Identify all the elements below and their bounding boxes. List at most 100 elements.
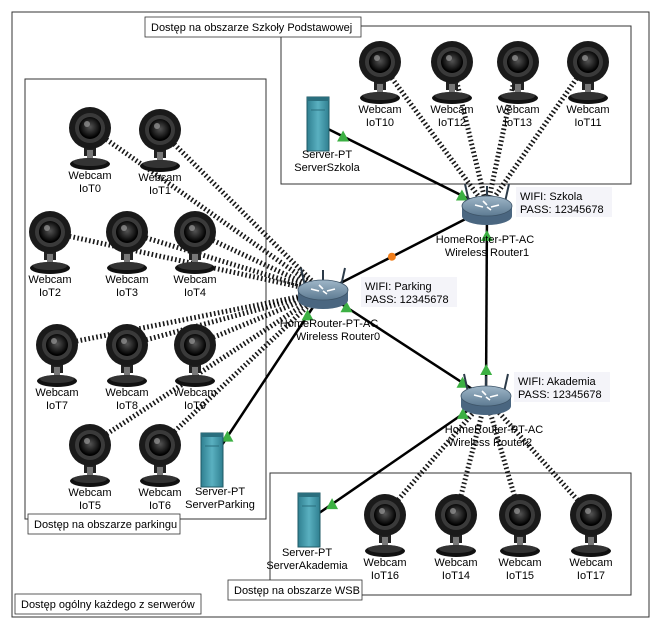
router-pass-r2: PASS: 12345678 [518,389,602,401]
link-status-ok-s_szkola-r1-a [337,130,350,142]
webcam-IoT16[interactable] [364,494,406,557]
webcam-IoT13[interactable] [497,41,539,104]
webcam-type-IoT3: Webcam [105,274,148,286]
webcam-IoT7[interactable] [36,324,78,387]
router-pass-r0: PASS: 12345678 [365,294,449,306]
webcam-IoT0[interactable] [69,107,111,170]
router-name-r0: Wireless Router0 [296,331,380,343]
webcam-type-IoT6: Webcam [138,487,181,499]
server-type-s_parking: Server-PT [195,486,245,498]
router-type-r0: HomeRouter-PT-AC [280,318,378,330]
webcam-IoT12[interactable] [431,41,473,104]
webcam-IoT10[interactable] [359,41,401,104]
webcam-IoT14[interactable] [435,494,477,557]
webcam-type-IoT8: Webcam [105,387,148,399]
server-s_szkola[interactable] [306,96,330,152]
wired-link-r0-r1 [322,206,488,294]
server-name-s_parking: ServerParking [185,499,255,511]
webcam-name-IoT3: IoT3 [116,287,138,299]
wireless-link-IoT2 [49,229,324,295]
router-wifi-r2: WIFI: Akademia [518,376,597,388]
link-status-ok-s_szkola-r1-b [455,189,468,201]
webcam-type-IoT16: Webcam [363,557,406,569]
webcam-type-IoT17: Webcam [569,557,612,569]
webcam-IoT6[interactable] [139,424,181,487]
router-type-r2: HomeRouter-PT-AC [445,424,543,436]
webcam-name-IoT9: IoT9 [184,400,206,412]
wireless-link-IoT8 [126,289,324,348]
wireless-link-IoT6 [158,290,325,447]
webcam-name-IoT10: IoT10 [366,117,394,129]
webcam-type-IoT5: Webcam [68,487,111,499]
webcam-name-IoT1: IoT1 [149,185,171,197]
router-type-r1: HomeRouter-PT-AC [436,234,534,246]
router-r0[interactable] [297,267,349,309]
webcam-name-IoT11: IoT11 [574,117,601,129]
webcam-type-IoT0: Webcam [68,170,111,182]
server-s_parking[interactable] [200,432,224,488]
webcam-type-IoT12: Webcam [430,104,473,116]
area-label-outer: Dostęp ogólny każdego z serwerów [21,599,195,611]
router-r2[interactable] [460,373,512,415]
link-status-ok-s_parking-r0-a [221,430,234,442]
webcam-name-IoT17: IoT17 [577,570,605,582]
webcam-IoT15[interactable] [499,494,541,557]
area-wsb [269,472,632,596]
webcam-IoT17[interactable] [570,494,612,557]
webcam-IoT5[interactable] [69,424,111,487]
webcam-name-IoT13: IoT13 [504,117,532,129]
area-label-box-parking [27,513,181,535]
server-type-s_akademia: Server-PT [282,547,332,559]
wifi-box-r2 [514,372,610,402]
wireless-link-IoT7 [56,289,324,348]
wired-link-s_akademia-r2 [308,396,487,522]
link-status-ok-r2-r1-b [480,229,493,241]
router-name-r2: Wireless Router2 [448,437,532,449]
link-status-ok-r0-r2-a [340,301,353,313]
webcam-IoT1[interactable] [139,109,181,172]
webcam-type-IoT7: Webcam [35,387,78,399]
webcam-name-IoT8: IoT8 [116,400,138,412]
wireless-link-IoT16 [383,396,488,517]
webcam-type-IoT4: Webcam [173,274,216,286]
wireless-link-IoT3 [126,229,324,295]
webcam-name-IoT2: IoT2 [39,287,61,299]
server-s_akademia[interactable] [297,492,321,548]
wireless-link-IoT0 [88,125,325,295]
link-status-warn-r0-r1 [387,252,396,261]
area-szkola [280,25,632,185]
server-type-s_szkola: Server-PT [302,149,352,161]
wireless-link-IoT11 [484,60,591,210]
area-label-box-wsb [227,579,363,601]
webcam-type-IoT1: Webcam [138,172,181,184]
router-r1[interactable] [461,183,513,225]
webcam-type-IoT2: Webcam [28,274,71,286]
webcam-IoT3[interactable] [106,211,148,274]
router-wifi-r0: WIFI: Parking [365,281,432,293]
area-label-box-outer [14,593,202,615]
wireless-link-IoT10 [377,60,490,210]
webcam-IoT4[interactable] [174,211,216,274]
webcam-type-IoT14: Webcam [434,557,477,569]
webcam-name-IoT7: IoT7 [46,400,68,412]
webcam-type-IoT9: Webcam [173,387,216,399]
wifi-box-r1 [516,187,612,217]
link-status-ok-s_akademia-r2-a [326,498,339,510]
area-label-box-szkola [144,16,362,38]
wireless-link-IoT5 [88,289,325,448]
webcam-IoT9[interactable] [174,324,216,387]
webcam-name-IoT0: IoT0 [79,183,101,195]
area-label-parking: Dostęp na obszarze parkingu [34,519,177,531]
webcam-IoT2[interactable] [29,211,71,274]
router-name-r1: Wireless Router1 [445,247,529,259]
webcam-IoT11[interactable] [567,41,609,104]
link-status-ok-r2-r1-a [480,364,493,376]
link-status-ok-s_parking-r0-b [301,309,314,321]
webcam-name-IoT6: IoT6 [149,500,171,512]
server-name-s_szkola: ServerSzkola [294,162,360,174]
webcam-name-IoT4: IoT4 [184,287,206,299]
webcam-IoT8[interactable] [106,324,148,387]
router-pass-r1: PASS: 12345678 [520,204,604,216]
link-status-ok-s_akademia-r2-b [456,407,469,419]
